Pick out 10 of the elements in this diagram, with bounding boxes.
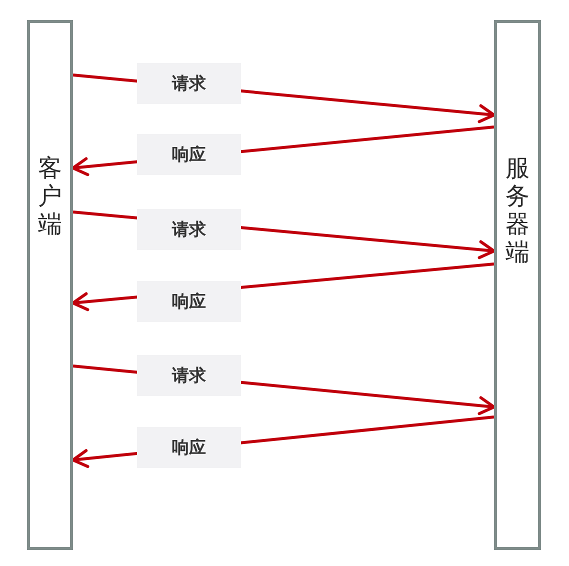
- edge-label: 请求: [137, 63, 241, 104]
- edge-label: 请求: [137, 355, 241, 396]
- box-label: 客户端: [37, 154, 63, 238]
- edge-label: 响应: [137, 427, 241, 468]
- edge-label: 响应: [137, 134, 241, 175]
- edge-label: 响应: [137, 281, 241, 322]
- edge-label: 请求: [137, 209, 241, 250]
- box-label: 服务器端: [504, 154, 530, 266]
- lifeline-box: [27, 20, 73, 550]
- lifeline-box: [494, 20, 541, 550]
